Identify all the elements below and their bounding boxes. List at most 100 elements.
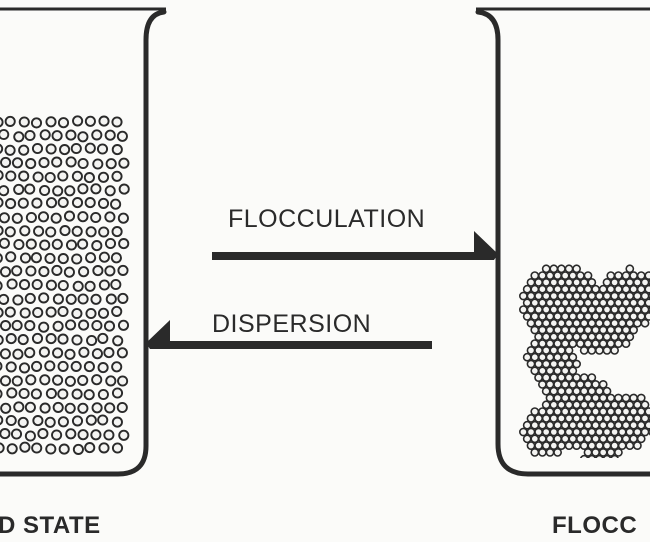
floc-particle xyxy=(541,291,551,301)
floc-particle xyxy=(640,413,650,423)
floc-particle xyxy=(579,454,589,458)
dispersed-particle xyxy=(25,211,37,224)
floc-particle xyxy=(610,413,619,423)
dispersed-particle xyxy=(110,278,122,291)
floc-particle xyxy=(640,427,650,437)
floc-particle xyxy=(549,441,559,450)
dispersed-particle xyxy=(72,443,84,455)
dispersed-particle xyxy=(11,319,23,331)
floc-particle xyxy=(530,284,540,294)
floc-particle xyxy=(614,420,623,430)
dispersed-particle xyxy=(19,307,31,319)
dispersed-particle xyxy=(57,305,69,318)
floc-particle xyxy=(648,305,650,314)
floc-particle xyxy=(553,284,562,294)
dispersed-particle xyxy=(63,210,76,222)
dispersed-particle xyxy=(4,306,16,318)
floc-particle xyxy=(583,271,593,280)
dispersed-particle xyxy=(51,130,63,142)
dispersed-particle xyxy=(64,402,76,414)
dispersed-particle xyxy=(5,170,17,182)
floc-particle xyxy=(629,393,638,403)
floc-particle xyxy=(621,284,631,294)
floc-particle xyxy=(526,441,536,450)
floc-particle xyxy=(621,311,631,321)
dispersed-particle xyxy=(78,346,90,358)
flocculated-clusters xyxy=(519,264,650,458)
floc-particle xyxy=(553,271,562,280)
floc-particle xyxy=(595,427,604,437)
floc-particle xyxy=(557,305,566,314)
floc-particle xyxy=(598,434,608,444)
floc-particle xyxy=(545,434,555,444)
beaker-left-wall xyxy=(0,9,167,477)
floc-particle xyxy=(568,434,578,444)
floc-particle xyxy=(625,305,635,314)
dispersed-particle xyxy=(31,142,44,155)
dispersed-particle xyxy=(31,442,43,454)
dispersed-particle xyxy=(0,143,4,155)
dispersed-particle xyxy=(104,129,116,141)
dispersed-particle xyxy=(13,238,25,251)
floc-particle xyxy=(591,434,600,444)
floc-particle xyxy=(610,400,619,410)
floc-particle xyxy=(519,291,528,301)
floc-particle xyxy=(579,373,589,382)
dispersed-particle xyxy=(117,264,129,276)
floc-particle xyxy=(598,325,608,335)
floc-particle xyxy=(606,393,616,403)
floc-particle xyxy=(557,332,566,342)
dispersed-particle xyxy=(111,387,124,399)
floc-particle xyxy=(568,339,578,348)
floc-particle xyxy=(583,379,593,389)
floc-particle xyxy=(534,427,543,437)
floc-particle xyxy=(545,447,555,457)
floc-particle xyxy=(538,298,547,308)
floc-particle xyxy=(648,277,650,287)
dispersed-particle xyxy=(59,144,71,156)
dispersed-particle xyxy=(83,361,95,373)
floc-particle xyxy=(640,318,650,328)
floc-particle xyxy=(526,291,536,301)
dispersed-particle xyxy=(52,185,64,197)
dispersed-particle xyxy=(19,225,31,237)
dispersed-particle xyxy=(85,226,97,238)
floc-particle xyxy=(644,420,650,430)
floc-particle xyxy=(519,427,528,437)
floc-particle xyxy=(633,427,642,437)
floc-particle xyxy=(579,318,589,328)
floc-particle xyxy=(598,311,608,321)
dispersed-particle xyxy=(18,116,30,128)
dispersed-particle xyxy=(65,129,77,141)
dispersed-particle xyxy=(57,416,69,428)
dispersed-particle xyxy=(0,212,10,224)
floc-particle xyxy=(587,454,597,458)
dispersed-particle xyxy=(25,158,37,170)
dispersed-particle xyxy=(77,131,89,143)
dispersed-particle xyxy=(18,144,30,156)
floc-particle xyxy=(560,325,570,335)
floc-particle xyxy=(614,339,623,348)
floc-particle xyxy=(587,413,597,423)
dispersed-particle xyxy=(97,307,110,319)
floc-particle xyxy=(545,379,555,389)
dispersed-particle xyxy=(86,334,98,347)
floc-particle xyxy=(545,271,555,280)
floc-particle xyxy=(530,407,540,416)
floc-particle xyxy=(587,441,597,450)
floc-particle xyxy=(541,386,551,396)
floc-particle xyxy=(530,434,540,444)
dispersed-particle xyxy=(0,375,12,387)
floc-particle xyxy=(598,379,608,389)
floc-particle xyxy=(549,264,559,274)
floc-particle xyxy=(526,413,536,423)
floc-particle xyxy=(587,332,597,342)
dispersed-particle xyxy=(0,428,11,440)
floc-particle xyxy=(614,311,623,321)
floc-particle xyxy=(576,339,585,348)
floc-particle xyxy=(526,277,536,287)
dispersed-particle xyxy=(0,334,4,346)
floc-particle xyxy=(595,332,604,342)
floc-particle xyxy=(610,441,619,450)
dispersed-particle xyxy=(85,252,97,264)
